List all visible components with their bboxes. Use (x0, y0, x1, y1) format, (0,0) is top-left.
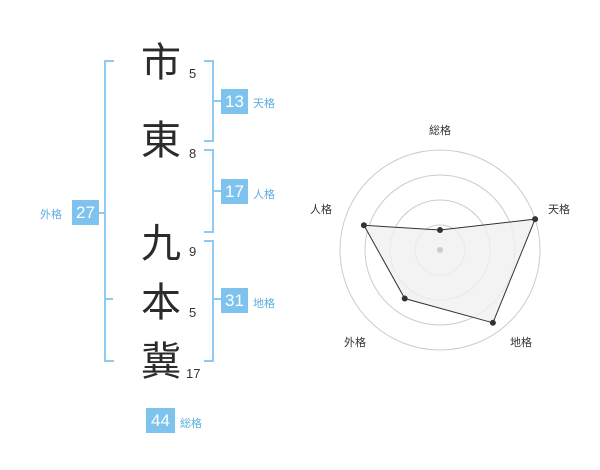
radar-point-3 (489, 319, 496, 326)
name-char-4: 本 (141, 280, 181, 326)
chikaku-badge: 31 (221, 288, 248, 313)
radar-center (437, 247, 443, 253)
name-char-1: 市 (141, 40, 181, 86)
gaikaku-bracket (104, 60, 114, 362)
gaikaku-connector (98, 212, 105, 214)
fortune-radar-chart: 総格 天格 地格 外格 人格 (310, 123, 570, 351)
jinkaku-label: 人格 (253, 188, 275, 201)
radar-points (360, 216, 539, 326)
radar-label-tenkaku: 天格 (548, 202, 570, 216)
chikaku-label: 地格 (253, 297, 275, 310)
radar-ring-4 (339, 149, 541, 351)
radar-label-jinkaku: 人格 (310, 202, 332, 216)
gaikaku-label: 外格 (40, 208, 62, 221)
soukaku-label: 総格 (180, 417, 202, 430)
radar-point-1 (437, 227, 443, 233)
soukaku-badge: 44 (146, 408, 175, 433)
tenkaku-connector (213, 100, 221, 102)
radar-label-soukaku: 総格 (429, 123, 451, 137)
radar-point-4 (401, 295, 408, 302)
name-char-5: 冀 (141, 339, 181, 385)
stroke-count-1: 5 (189, 66, 197, 81)
jinkaku-badge: 17 (221, 179, 248, 204)
chikaku-connector (213, 298, 221, 300)
chikaku-bracket (204, 240, 214, 362)
name-char-2: 東 (141, 118, 181, 164)
radar-label-chikaku: 地格 (510, 335, 532, 349)
name-char-3: 九 (141, 221, 181, 267)
radar-label-gaikaku: 外格 (344, 335, 366, 349)
radar-polygon (363, 218, 536, 324)
tenkaku-label: 天格 (253, 97, 275, 110)
radar-point-2 (532, 216, 539, 223)
stroke-count-5: 17 (186, 366, 201, 381)
stroke-count-2: 8 (189, 146, 197, 161)
tenkaku-badge: 13 (221, 89, 248, 114)
stroke-count-4: 5 (189, 305, 197, 320)
stroke-count-3: 9 (189, 244, 197, 259)
radar-point-5 (360, 222, 367, 229)
jinkaku-connector (213, 190, 221, 192)
gaikaku-badge: 27 (72, 200, 99, 225)
gaikaku-bracket-tick (104, 298, 113, 300)
